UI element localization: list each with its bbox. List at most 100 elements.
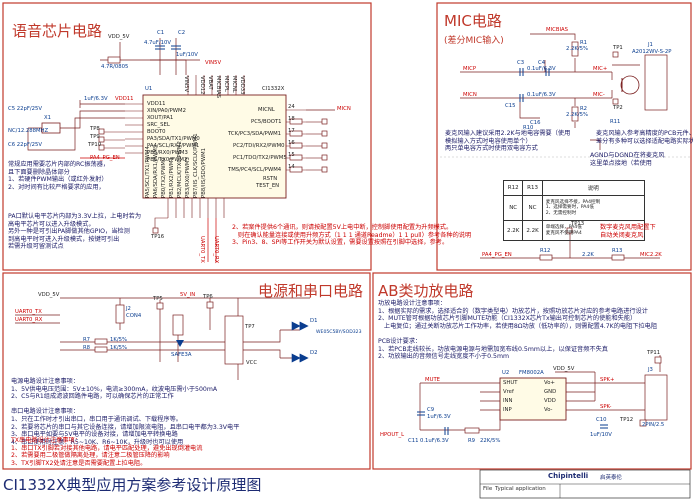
power-d1-ref: D1 (310, 318, 318, 324)
chip-right-pin-6: RSTN (263, 176, 278, 182)
chip-top-pin-3: MICBIAS (215, 76, 221, 99)
chip-pin-number-0: 24 (288, 104, 295, 110)
r-top-label: 4.7R/0805 (101, 64, 129, 70)
power-usb-connector (224, 315, 244, 365)
c1-label: C1 (157, 30, 165, 36)
resistor-config-table: R12 R13 说明 NC NC 麦克风选择不接，PA4控制 1、选择需要时，P… (502, 180, 645, 241)
table-cell: 麦克风选择不接，PA4控制 1、选择需要时，PA4低 2、无需控制时 (541, 195, 645, 221)
power-vdd5v: VDD_5V (38, 292, 60, 298)
mic-r12-ref: R12 (540, 248, 551, 254)
mic-r11-ref: R11 (610, 119, 621, 125)
amp-pin-left-2: INN (503, 398, 513, 404)
power-r7-value: 1K/5% (110, 337, 128, 343)
mic-c15-ref: C15 (505, 103, 516, 109)
chip-bottom-pin-3: PB1/RX2/PWM1 (169, 157, 175, 198)
amp-tp12: TP12 (620, 417, 634, 423)
power-section-title: 电源和串口电路 (258, 282, 364, 300)
power-d2-ref: D2 (310, 350, 318, 356)
power-panel-border (2, 272, 371, 470)
power-diode-part: WE05C5BY/SOD323 (316, 330, 362, 335)
chip-left-pin-1: XIN/PA0/PWM2 (147, 108, 186, 114)
chip-pin-number-4: 15 (288, 152, 295, 158)
mic-2k2-label: 2.2K (582, 252, 594, 258)
c2-label: C2 (178, 30, 186, 36)
file-value: Typical application (495, 486, 546, 492)
chip-left-pin-7: PB5/RX0/PWM3 (147, 150, 188, 156)
chip-top-pin-6: VDD33 (239, 76, 245, 95)
vdd11-net: VDD11 (115, 96, 134, 102)
amp-tp11: TP11 (647, 350, 661, 356)
vdd11-cap: 1uF/6.3V (84, 96, 108, 102)
mic-c3-ref: C3 (517, 60, 525, 66)
chip-left-pin-6: PA4/SCL/RX1/PWM1 (147, 143, 200, 149)
chip-left-pin-8: PB6/TX0/PWM2 (147, 157, 188, 163)
mic-r13-ref: R13 (612, 248, 623, 254)
table-header-r13: R13 (522, 180, 543, 196)
c2-value-label: 1uF/10V (176, 52, 198, 58)
pa4-net: PA4_PG_EN (90, 155, 120, 161)
chip-right-pin-2: TCK/PC3/SDA/PWM1 (228, 131, 282, 137)
mic-note-right: 数字麦克风用配置下 自动关闭麦克风 (600, 224, 656, 239)
chip-ref: U1 (145, 86, 153, 92)
amp-pin-right-0: Vo+ (544, 380, 555, 386)
tp8-label: TP8 (90, 126, 100, 132)
chip-pin-number-1: 18 (288, 116, 295, 122)
chip-left-pin-0: VDD11 (147, 101, 166, 107)
amp-pin-right-3: Vo- (544, 407, 553, 413)
amp-j3-ref: J3 (648, 367, 653, 373)
amp-note: 功放电路设计注意事项： 1、根据实际的需求，选择适合的（数字类型电）功放芯片，按… (378, 300, 658, 361)
table-cell: NC (522, 195, 543, 221)
chip-top-pin-5: MICNL (231, 76, 237, 93)
power-uart-tx: UART0_TX (15, 309, 42, 315)
company-sub: 启英泰伦 (600, 475, 623, 481)
chip-body (142, 94, 287, 199)
chip-top-pin-2: VBAT (207, 76, 213, 90)
vin5v-net: VIN5V (205, 60, 222, 66)
audio-note-left-1: 常规应用需要芯片内部的RC振荡器， 且下面要删除晶体部分 1、若硬件PWM输出（… (8, 161, 110, 191)
mic-r1-value: 2.2K/5% (566, 46, 589, 52)
audio-section-title: 语音芯片电路 (12, 22, 103, 40)
chip-right-pin-7: TEST_EN (256, 183, 280, 189)
table-header-desc: 说明 (541, 180, 645, 196)
amp-c10-ref: C10 (596, 417, 607, 423)
tp16-label: TP16 (151, 234, 165, 240)
audio-note-left-2: PA口默认电平芯片内部为3.3V上拉，上电时若为 高电平芯片可以进入升级模式， … (8, 213, 142, 251)
amp-pin-right-2: VDD (544, 398, 556, 404)
mic-tp1-label: TP1 (613, 45, 623, 51)
chip-top-pin-0: VIN5V (183, 76, 189, 93)
amp-u2-part: FM8002A (519, 370, 544, 376)
chip-top-pin-1: VDD12 (199, 76, 205, 95)
chip-part: CI1332X (262, 86, 285, 92)
power-conn-part: CON4 (126, 313, 142, 319)
mic-pa4-net: PA4_PG_EN (482, 252, 512, 258)
chip-right-pin-3: PC2/TDI/RX2/PWM0 (233, 143, 285, 149)
chip-bottom-pin-4: PB2/MCLK/TX0/PWM2 (177, 141, 183, 198)
amp-c9-value: 1uF/6.3V (427, 414, 451, 420)
chip-pin-number-2: 17 (288, 128, 295, 134)
mic-r2-value: 2.2K/5% (566, 112, 589, 118)
micbias-net: MICBIAS (546, 27, 569, 33)
crystal-cap-1: C5 22pF/25V (8, 106, 43, 112)
mic-section-subtitle: (差分MIC输入) (444, 36, 504, 46)
power-note: 电源电路设计注意事项： 1、5V供电电压范围：5V±10%，电流≥300mA，纹… (11, 378, 240, 446)
micn-net-audio: MICN (337, 106, 351, 112)
amp-c11-ref: C11 (408, 438, 419, 444)
chip-bottom-pin-2: PB0/TX2/PWM0 (161, 157, 167, 198)
mic-note-red: 麦克风输入建议采用2.2K与地电容需要（使用 模拟输入方式时电容使用单个） 两只… (445, 130, 571, 153)
amp-pin-left-0: SHUT (503, 380, 518, 386)
mic-r2-body (571, 106, 579, 122)
mic-agnd-note: AGND与DGND在将麦克风 这里单点接地（若使用 (590, 152, 665, 167)
crystal-value: NC/12.288MHZ (8, 128, 49, 134)
micp-net: MICP (463, 66, 477, 72)
chip-top-pin-4: MICPL (223, 76, 229, 92)
file-label: File (483, 486, 493, 492)
tp9-label: TP9 (90, 134, 100, 140)
mic-r10-ref: R10 (523, 125, 534, 131)
amp-r9-ref: R9 (468, 438, 476, 444)
power-led-label: SAFE3A (171, 352, 192, 358)
c1-value-label: 4.7uF/10V (144, 40, 171, 46)
uart0-rx-net: UART0_RX (213, 236, 219, 264)
chip-right-pin-5: TMS/PC4/SCL/PWM4 (228, 167, 282, 173)
amp-u2-ref: U2 (502, 370, 510, 376)
amp-c11-value: 0.1uF/6.3V (420, 438, 449, 444)
